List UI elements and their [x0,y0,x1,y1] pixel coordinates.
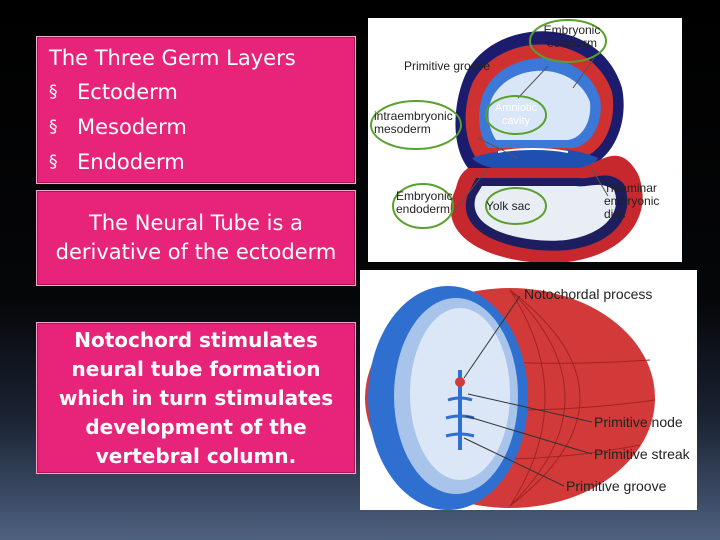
neural-tube-text: The Neural Tube is a derivative of the e… [55,211,337,264]
list-item-mesoderm: §Mesoderm [49,110,187,145]
label-primitive-groove-bottom: Primitive groove [566,478,667,494]
germ-layers-title: The Three Germ Layers [49,46,296,70]
bullet-icon: § [49,82,58,102]
label-primitive-streak: Primitive streak [594,446,690,462]
label-primitive-node: Primitive node [594,414,683,430]
notochord-box: Notochord stimulates neural tube formati… [36,322,356,474]
label-intraembryonic-mesoderm: intraembryonic mesoderm [374,109,453,136]
label-yolk-sac: Yolk sac [486,199,531,213]
label-amniotic-cavity: Amniotic cavity [494,102,538,127]
trilaminar-disc-figure: Embryonic ectoderm Primitive groove Amni… [368,18,682,262]
label-embryonic-endoderm: Embryonic endoderm [396,189,453,216]
notochord-text: Notochord stimulates neural tube formati… [58,327,334,468]
label-notochordal-process: Notochordal process [524,286,653,302]
label-trilaminar-embryonic-disc: Trilaminar embryonic disc [604,181,660,221]
neural-tube-box: The Neural Tube is a derivative of the e… [36,190,356,286]
bullet-icon: § [49,152,58,172]
notochordal-process-figure: Notochordal process Primitive node Primi… [360,270,697,510]
notochordal-process-illustration [365,286,656,510]
label-embryonic-ectoderm: Embryonic ectoderm [543,23,601,50]
label-primitive-groove: Primitive groove [404,59,491,73]
bullet-icon: § [49,117,58,137]
germ-layers-box: The Three Germ Layers §Ectoderm §Mesoder… [36,36,356,184]
trilaminar-disc-illustration [370,19,643,262]
germ-layers-list: §Ectoderm §Mesoderm §Endoderm [49,75,187,180]
list-item-ectoderm: §Ectoderm [49,75,187,110]
list-item-endoderm: §Endoderm [49,145,187,180]
